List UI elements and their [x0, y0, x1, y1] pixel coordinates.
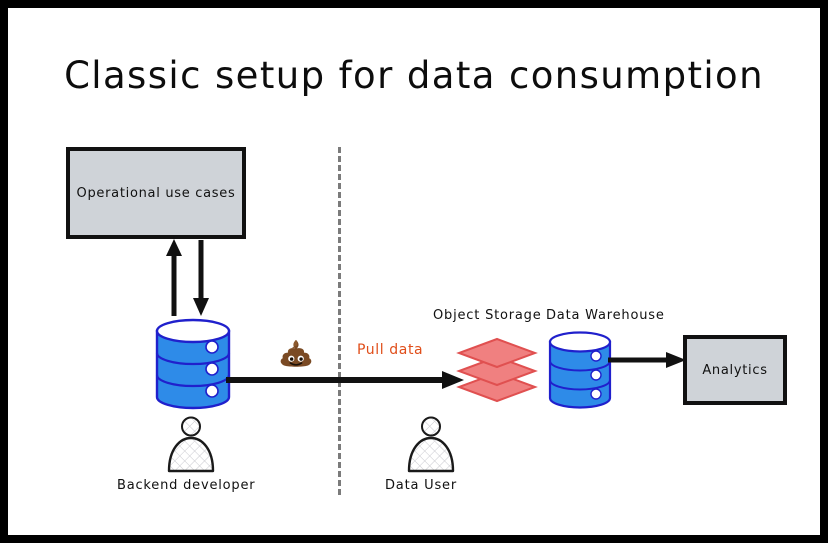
database-icon	[548, 331, 612, 409]
trust-boundary-divider	[338, 147, 341, 495]
edge-operational-to-db	[193, 240, 209, 316]
object-storage-icon	[456, 337, 538, 403]
person-icon	[167, 416, 215, 473]
node-source-database[interactable]	[150, 318, 236, 410]
database-icon	[155, 318, 231, 410]
actor-data-user-label: Data User	[385, 478, 458, 493]
poop-emoji-icon	[280, 339, 312, 367]
diagram-canvas: Classic setup for data consumption Opera…	[8, 8, 820, 535]
page-title: Classic setup for data consumption	[64, 54, 764, 97]
edge-db-to-object-storage	[226, 371, 464, 389]
node-data-warehouse[interactable]	[544, 330, 616, 410]
edge-db-to-operational	[166, 239, 182, 316]
node-analytics-label: Analytics	[702, 362, 768, 378]
actor-backend-developer[interactable]	[160, 416, 222, 474]
person-icon	[407, 416, 455, 473]
node-object-storage-label: Object Storage	[433, 308, 542, 323]
actor-data-user[interactable]	[400, 416, 462, 474]
node-object-storage[interactable]	[455, 333, 539, 405]
actor-backend-developer-label: Backend developer	[117, 478, 256, 493]
node-operational-use-cases[interactable]: Operational use cases	[66, 147, 246, 239]
node-data-warehouse-label: Data Warehouse	[546, 308, 665, 323]
edge-db-operational-pair	[166, 239, 209, 316]
annotation-pull-data: Pull data	[357, 342, 424, 358]
node-analytics[interactable]: Analytics	[683, 335, 787, 405]
edge-data-warehouse-to-analytics	[608, 352, 686, 368]
node-operational-use-cases-label: Operational use cases	[76, 185, 236, 201]
